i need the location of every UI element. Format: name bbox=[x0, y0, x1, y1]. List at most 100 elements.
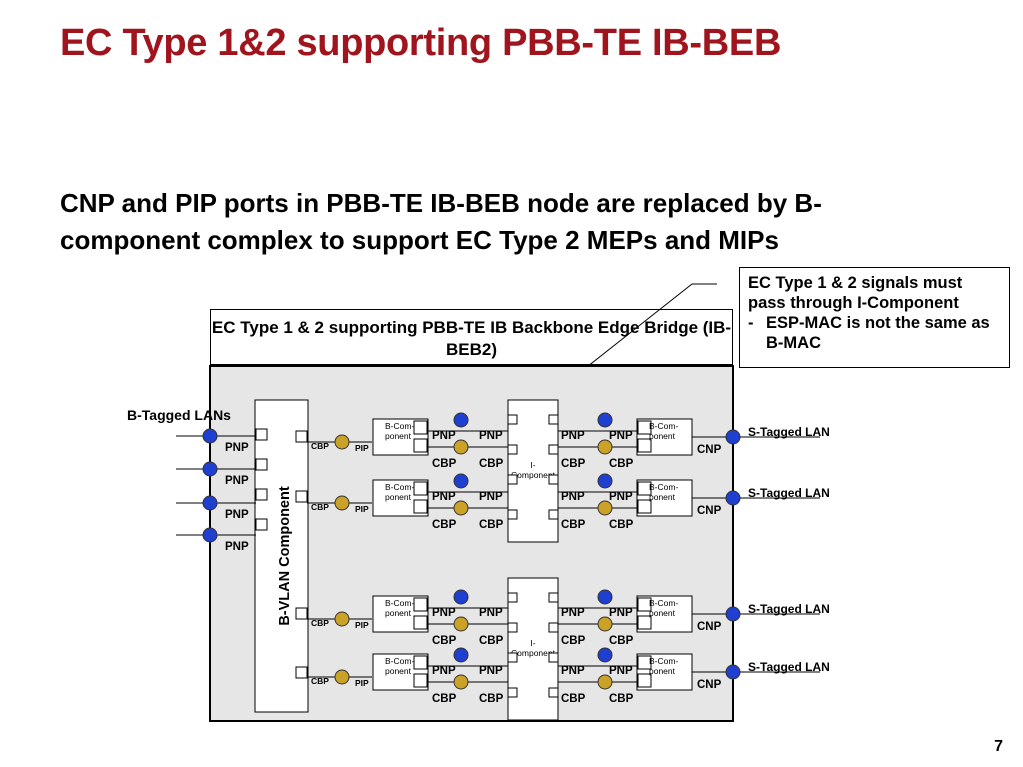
bvlan-right-port-box bbox=[295, 607, 308, 620]
bvlan-right-port-box bbox=[295, 430, 308, 443]
pnp-label: PNP bbox=[225, 509, 249, 521]
pnp-label: PNP bbox=[432, 607, 456, 619]
pip-label: PIP bbox=[355, 620, 369, 630]
cbp-label: CBP bbox=[561, 693, 586, 705]
bvlan-right-port-box bbox=[295, 490, 308, 503]
i-component-port-box bbox=[507, 509, 518, 520]
b-component-port-box bbox=[637, 481, 652, 496]
s-tagged-lan-label: S-Tagged LAN bbox=[748, 486, 830, 500]
i-component-port-box bbox=[548, 444, 559, 455]
cnp-label: CNP bbox=[697, 679, 722, 691]
slide-subtitle: CNP and PIP ports in PBB-TE IB-BEB node … bbox=[60, 188, 822, 255]
pnp-label: PNP bbox=[561, 607, 585, 619]
pnp-label: PNP bbox=[609, 607, 633, 619]
cbp-port-icon bbox=[453, 616, 469, 632]
b-component-port-box bbox=[637, 673, 652, 688]
callout-bullet-text: ESP-MAC is not the same as B-MAC bbox=[766, 314, 990, 352]
bvlan-left-port-box bbox=[255, 518, 268, 531]
pip-port-icon bbox=[334, 495, 350, 511]
pnp-label: PNP bbox=[479, 665, 503, 677]
cbp-label: CBP bbox=[479, 635, 504, 647]
s-tagged-lan-label: S-Tagged LAN bbox=[748, 602, 830, 616]
pnp-label: PNP bbox=[432, 665, 456, 677]
cbp-label: CBP bbox=[432, 693, 457, 705]
i-component-label: I-Component bbox=[511, 638, 556, 658]
pnp-label: PNP bbox=[609, 430, 633, 442]
i-component-port-box bbox=[548, 592, 559, 603]
b-component-port-box bbox=[413, 481, 428, 496]
i-component-port-box bbox=[548, 414, 559, 425]
i-component-port-box bbox=[548, 652, 559, 663]
bvlan-right-port-box bbox=[295, 666, 308, 679]
pnp-label: PNP bbox=[479, 430, 503, 442]
cbp-port-icon bbox=[453, 500, 469, 516]
cnp-port-icon bbox=[725, 664, 741, 680]
b-component-label: B-Com-ponent bbox=[649, 421, 678, 441]
cbp-port-icon bbox=[453, 439, 469, 455]
cbp-small-label: CBP bbox=[311, 618, 329, 628]
cbp-label: CBP bbox=[479, 519, 504, 531]
b-component-label: B-Com-ponent bbox=[385, 421, 414, 441]
pnp-port-icon bbox=[453, 473, 469, 489]
cnp-port-icon bbox=[725, 606, 741, 622]
cbp-label: CBP bbox=[609, 693, 634, 705]
b-component-label: B-Com-ponent bbox=[385, 598, 414, 618]
cbp-label: CBP bbox=[432, 635, 457, 647]
b-component-port-box bbox=[413, 420, 428, 435]
cbp-port-icon bbox=[597, 616, 613, 632]
b-component-label: B-Com-ponent bbox=[385, 482, 414, 502]
pnp-label: PNP bbox=[479, 607, 503, 619]
b-component-port-box bbox=[637, 597, 652, 612]
pip-port-icon bbox=[334, 434, 350, 450]
cbp-small-label: CBP bbox=[311, 502, 329, 512]
cbp-label: CBP bbox=[609, 458, 634, 470]
pip-label: PIP bbox=[355, 678, 369, 688]
cbp-label: CBP bbox=[609, 635, 634, 647]
i-component-port-box bbox=[507, 444, 518, 455]
slide-title: EC Type 1&2 supporting PBB-TE IB-BEB bbox=[60, 22, 782, 64]
b-component-port-box bbox=[413, 438, 428, 453]
page-number: 7 bbox=[994, 738, 1003, 755]
i-component-port-box bbox=[507, 474, 518, 485]
b-component-port-box bbox=[413, 597, 428, 612]
cnp-port-icon bbox=[725, 429, 741, 445]
pnp-port-icon bbox=[453, 589, 469, 605]
cbp-label: CBP bbox=[432, 519, 457, 531]
pnp-port-icon bbox=[597, 412, 613, 428]
cbp-label: CBP bbox=[561, 635, 586, 647]
pnp-label: PNP bbox=[432, 491, 456, 503]
pnp-port-icon bbox=[453, 412, 469, 428]
bvlan-left-port-box bbox=[255, 428, 268, 441]
cnp-port-icon bbox=[725, 490, 741, 506]
bridge-title: EC Type 1 & 2 supporting PBB-TE IB Backb… bbox=[210, 309, 733, 365]
b-component-port-box bbox=[413, 655, 428, 670]
cbp-port-icon bbox=[597, 674, 613, 690]
cbp-label: CBP bbox=[432, 458, 457, 470]
cnp-label: CNP bbox=[697, 444, 722, 456]
b-component-port-box bbox=[413, 615, 428, 630]
pip-port-icon bbox=[334, 611, 350, 627]
callout-box: EC Type 1 & 2 signals must pass through … bbox=[739, 267, 1010, 368]
i-component-port-box bbox=[507, 622, 518, 633]
cbp-label: CBP bbox=[561, 458, 586, 470]
i-component-port-box bbox=[548, 687, 559, 698]
pnp-port-icon bbox=[453, 647, 469, 663]
pip-label: PIP bbox=[355, 443, 369, 453]
pip-port-icon bbox=[334, 669, 350, 685]
b-component-port-box bbox=[413, 499, 428, 514]
cbp-small-label: CBP bbox=[311, 676, 329, 686]
b-component-port-box bbox=[637, 615, 652, 630]
b-component-port-box bbox=[637, 655, 652, 670]
pnp-label: PNP bbox=[225, 475, 249, 487]
pnp-label: PNP bbox=[225, 541, 249, 553]
pnp-port-icon bbox=[597, 473, 613, 489]
bvlan-left-port-box bbox=[255, 458, 268, 471]
pnp-port-icon bbox=[597, 589, 613, 605]
i-component-port-box bbox=[507, 414, 518, 425]
i-component-label: I-Component bbox=[511, 460, 556, 480]
pnp-port-icon bbox=[202, 495, 218, 511]
pnp-port-icon bbox=[202, 461, 218, 477]
bvlan-left-port-box bbox=[255, 488, 268, 501]
i-component-port-box bbox=[548, 622, 559, 633]
i-component-port-box bbox=[507, 687, 518, 698]
